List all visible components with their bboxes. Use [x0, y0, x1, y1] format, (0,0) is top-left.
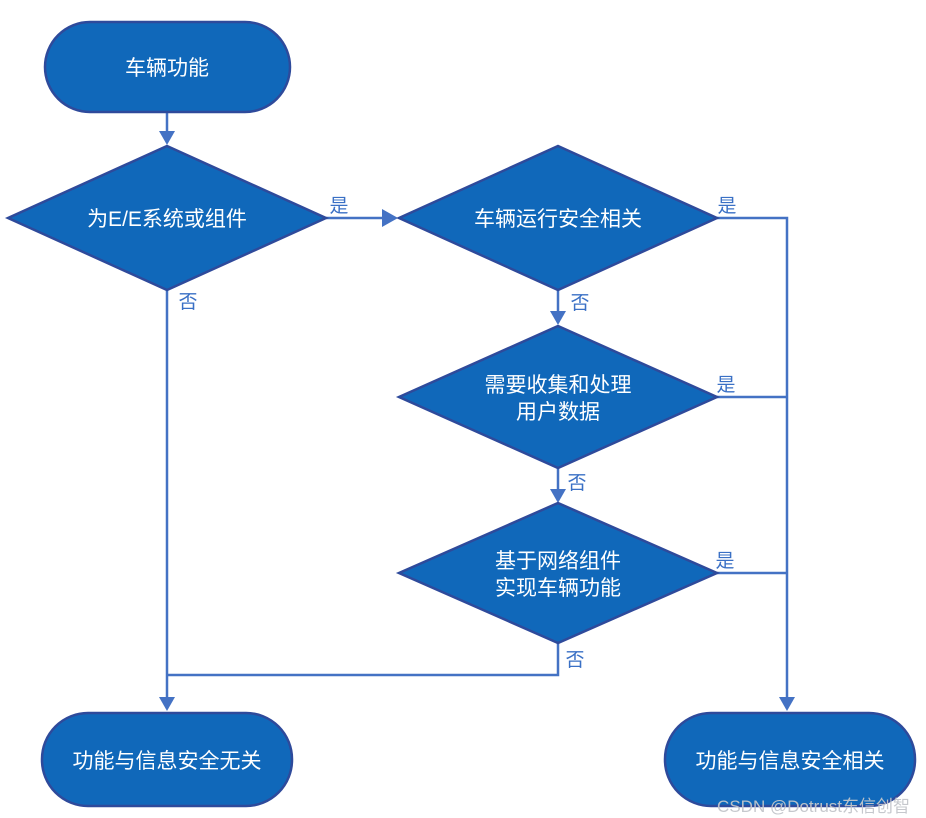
node-label-line1: 基于网络组件: [495, 550, 621, 573]
node-decision-safety: 车辆运行安全相关: [395, 144, 721, 292]
watermark-text: CSDN @Dotrust东信创智: [717, 797, 910, 816]
connectors: [159, 112, 795, 711]
arrowhead-down-icon: [159, 697, 175, 711]
edge-label-ee-no: 否: [178, 292, 197, 313]
decision-shape: [395, 144, 721, 292]
arrowhead-right-icon: [382, 209, 398, 227]
decision-shape: [395, 324, 721, 470]
node-label-line2: 实现车辆功能: [495, 577, 621, 600]
arrowhead-down-icon: [159, 131, 175, 145]
edge-label-safety-yes: 是: [717, 196, 736, 217]
node-end-unrelated: 功能与信息安全无关: [40, 711, 294, 808]
node-label: 车辆功能: [125, 57, 209, 80]
edge-label-ee-yes: 是: [329, 196, 348, 217]
connector-network-no-to-left-rail: [167, 643, 560, 677]
node-decision-ee: 为E/E系统或组件: [4, 144, 330, 292]
edge-label-network-yes: 是: [715, 551, 734, 572]
terminator-shape: [43, 20, 292, 114]
decision-shape: [395, 501, 721, 645]
node-start: 车辆功能: [43, 20, 292, 114]
edge-label-userdata-yes: 是: [716, 375, 735, 396]
edge-label-userdata-no: 否: [567, 473, 586, 494]
node-label: 车辆运行安全相关: [474, 208, 642, 231]
edge-label-network-no: 否: [565, 650, 584, 671]
node-decision-network: 基于网络组件 实现车辆功能: [395, 501, 721, 645]
terminator-shape: [663, 711, 917, 808]
node-label: 为E/E系统或组件: [87, 208, 247, 231]
arrowhead-down-icon: [779, 697, 795, 711]
node-label-line2: 用户数据: [516, 401, 600, 424]
arrowhead-down-icon: [550, 311, 566, 325]
decision-shape: [4, 144, 330, 292]
edge-labels: 是 否 是 否 是 否 是 否: [178, 196, 736, 671]
terminator-shape: [40, 711, 294, 808]
node-label: 功能与信息安全相关: [696, 750, 885, 773]
edge-label-safety-no: 否: [570, 293, 589, 314]
arrowhead-down-icon: [550, 489, 566, 503]
connector-safety-yes-to-related: [717, 216, 789, 697]
node-label: 功能与信息安全无关: [73, 750, 262, 773]
node-end-related: 功能与信息安全相关: [663, 711, 917, 808]
node-decision-userdata: 需要收集和处理 用户数据: [395, 324, 721, 470]
node-label-line1: 需要收集和处理: [485, 374, 632, 397]
